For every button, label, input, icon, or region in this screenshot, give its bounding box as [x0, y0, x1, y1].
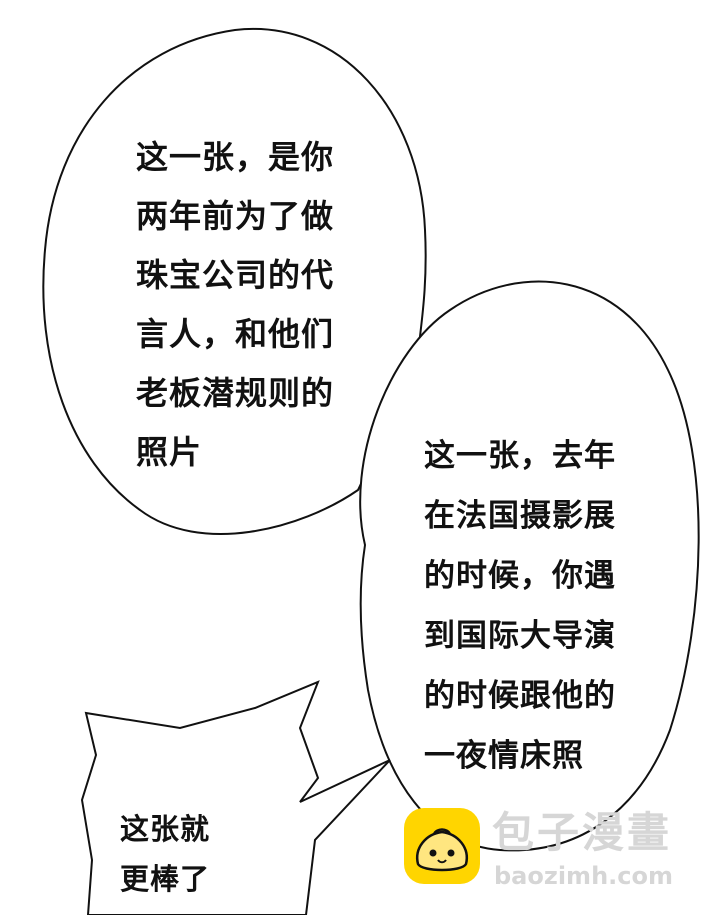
speech-bubble-2-outline [359, 280, 700, 852]
site-watermark: 包子漫畫 baozimh.com [404, 806, 704, 896]
speech-bubble-2-text: 这一张，去年 在法国摄影展 的时候，你遇 到国际大导演 的时候跟他的 一夜情床照 [424, 438, 616, 774]
watermark-title: 包子漫畫 [492, 808, 673, 857]
speech-bubble-3-outline [80, 680, 391, 915]
bun-mascot-icon [404, 808, 480, 884]
watermark-url: baozimh.com [494, 862, 673, 890]
speech-bubble-3-text: 这张就 更棒了 [120, 812, 211, 896]
speech-bubble-1-text: 这一张，是你 两年前为了做 珠宝公司的代 言人，和他们 老板潜规则的 照片 [136, 138, 335, 471]
